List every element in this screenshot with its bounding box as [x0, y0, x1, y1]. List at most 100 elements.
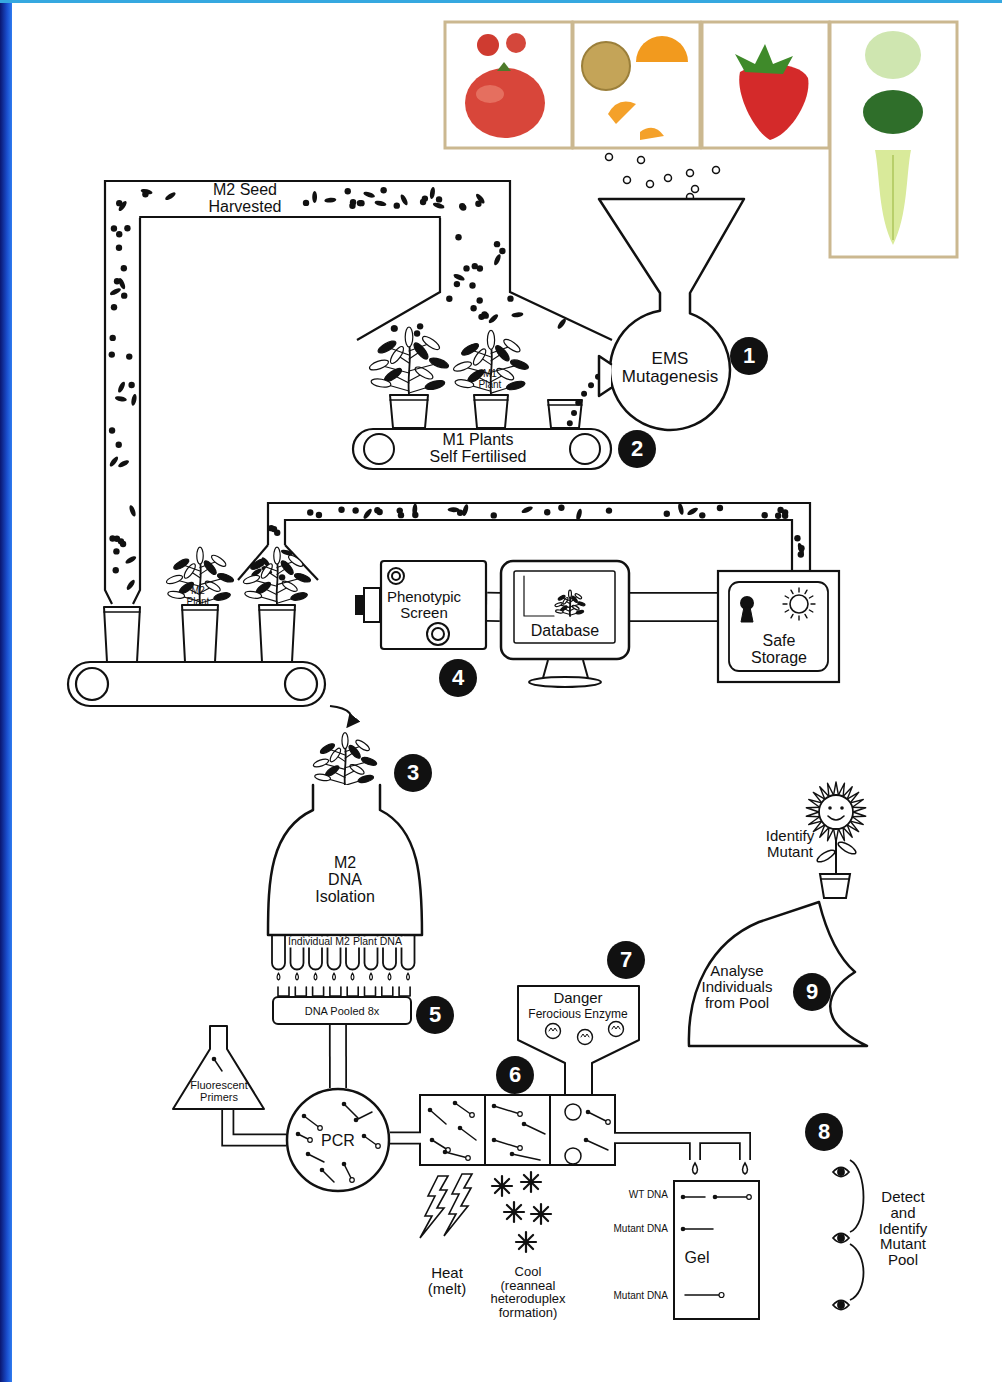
plant-leaf [360, 756, 377, 767]
seed [429, 187, 436, 200]
seed [110, 335, 116, 341]
eye-icon [833, 1234, 849, 1243]
chart-axis [524, 576, 554, 616]
text-label: Identify Mutant [766, 828, 814, 860]
seed [493, 253, 502, 266]
dna-fragment [492, 1104, 523, 1117]
seed [487, 313, 499, 325]
produce-photo [573, 22, 700, 148]
circle-mark [427, 623, 449, 645]
produce-photo [830, 22, 957, 257]
seed [797, 542, 806, 555]
dna-fragment [586, 1110, 611, 1125]
dna-fragment [212, 1057, 222, 1071]
isolation-flask: M2 DNA IsolationIndividual M2 Plant DNA [268, 785, 422, 975]
conveyor-belt [68, 662, 325, 706]
circle-mark [466, 1156, 471, 1161]
sun-ray [791, 590, 793, 593]
node-text: Safe Storage [751, 633, 807, 667]
seed [699, 512, 705, 518]
sun-ray [785, 610, 788, 612]
page-edge [0, 0, 12, 1382]
flower-petal [806, 807, 819, 812]
outline [344, 1104, 358, 1118]
bubble [624, 177, 631, 184]
database-monitor: Database [500, 560, 630, 660]
seed [363, 191, 376, 199]
seed [349, 202, 355, 208]
circle-mark [584, 1138, 589, 1143]
circle-mark [747, 1195, 752, 1200]
seed [558, 505, 564, 511]
pool-cup [330, 987, 341, 996]
seed [113, 567, 119, 573]
plant-leaf [213, 591, 231, 602]
text-label: Mutant DNA [614, 1291, 668, 1302]
outline [259, 609, 295, 611]
box-outline [718, 571, 839, 682]
pool-cup [278, 987, 289, 996]
dna-fragment [320, 1168, 334, 1182]
primer-flask: Fluorescent Primers [172, 1025, 265, 1110]
drop [743, 1163, 748, 1174]
callout-number: 6 [496, 1056, 534, 1094]
enzyme-blob [578, 1030, 593, 1045]
node-text: Analyse Individuals from Pool [700, 963, 774, 1010]
enzyme-blob [609, 1022, 624, 1037]
produce-photo [636, 36, 688, 62]
seed [556, 318, 567, 330]
storage-box: Safe Storage [717, 570, 840, 683]
seed [575, 508, 583, 521]
seed [338, 507, 344, 513]
tube-wall [329, 1025, 347, 1088]
drop [693, 1163, 748, 1174]
camera-lens [356, 588, 380, 622]
outline [182, 609, 218, 611]
monitor-stand [529, 660, 601, 687]
plant-leaf [509, 358, 529, 371]
bracket [850, 1160, 864, 1300]
pool-cup [382, 987, 393, 996]
pipe-band: M2 Seed Harvested [105, 180, 510, 218]
text-label: M1 Plant [479, 369, 502, 390]
callout-number: 5 [416, 996, 454, 1034]
circle-mark [296, 1132, 301, 1137]
seed-pipe [105, 180, 810, 604]
circle-mark [362, 1134, 367, 1139]
tube-connector [228, 1110, 286, 1140]
enzyme-blob [565, 1104, 581, 1120]
produce-photo [735, 44, 793, 74]
node-text: M2 DNA Isolation [315, 855, 375, 905]
produce-photo [608, 102, 636, 124]
callout-number: 7 [607, 941, 645, 979]
seed-trail [568, 377, 598, 428]
tube-connector [337, 1025, 338, 1088]
dna-fragment [453, 1101, 475, 1118]
monitor-screen [514, 571, 615, 643]
seed [798, 545, 804, 551]
seed [352, 507, 358, 513]
plant-leaf [506, 380, 526, 392]
outline [683, 1228, 713, 1230]
seed [761, 512, 767, 518]
enzyme-blob [546, 1024, 561, 1039]
produce-photo [445, 22, 572, 148]
bubble [638, 157, 645, 164]
illustration-detail [104, 187, 866, 1252]
plant-leaf [242, 574, 260, 586]
circle-mark [350, 1178, 355, 1183]
dna-fragment [681, 1227, 713, 1232]
plant-leaf [314, 773, 331, 782]
callout-number: 4 [439, 659, 477, 697]
circle-mark [342, 1102, 347, 1107]
enzyme-hopper: DangerFerocious Enzyme [517, 985, 640, 1095]
seed [777, 507, 783, 513]
eye-icon [833, 1301, 849, 1310]
seed [412, 512, 418, 518]
node-text: PCR [321, 1133, 355, 1150]
pipe-band-shape [105, 180, 510, 218]
pool-cup [399, 987, 410, 996]
conveyor-belt [76, 668, 108, 700]
